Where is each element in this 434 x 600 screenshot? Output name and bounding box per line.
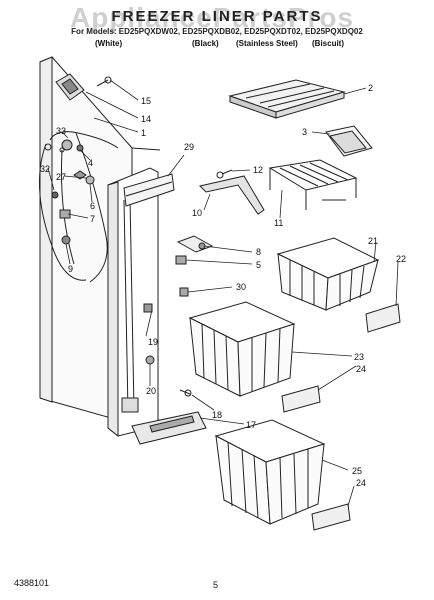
color-label: (Stainless Steel) [236,39,298,48]
callout-12: 12 [253,165,263,175]
callout-8: 8 [256,247,261,257]
callout-4: 4 [88,158,93,168]
color-label: (Biscuit) [312,39,344,48]
callout-1: 1 [141,128,146,138]
screw-15 [96,76,112,87]
basket-handle-24 [281,385,321,413]
callout-29: 29 [184,142,194,152]
basket-handle-24-lower [311,503,351,531]
callout-24: 24 [356,364,366,374]
basket-23 [188,301,296,397]
cover-3 [325,125,373,157]
callout-2: 2 [368,83,373,93]
callout-9: 9 [68,264,73,274]
document-number: 4388101 [14,578,50,588]
front-rail-17 [131,411,207,445]
color-label: (White) [95,39,123,48]
callout-6: 6 [90,201,95,211]
models-line: For Models: ED25PQXDW02, ED25PQXDB02, ED… [71,27,363,36]
wire-shelf-11 [268,159,358,210]
basket-handle-22 [365,303,401,333]
clip-30 [179,287,189,297]
leader-lines [47,79,399,507]
color-labels: (White) (Black) (Stainless Steel) (Biscu… [0,39,434,51]
callout-17: 17 [246,420,256,430]
callout-labels: 15 14 1 33 4 32 27 6 7 9 29 2 3 12 10 11… [40,83,406,488]
screw-12 [216,169,233,179]
callout-3: 3 [302,127,307,137]
bracket-8 [176,235,214,253]
damper-components [51,139,95,245]
shelf-2 [228,79,346,119]
callout-24-lower: 24 [356,478,366,488]
bracket-14 [55,73,85,101]
callout-21: 21 [368,236,378,246]
trim-29 [123,173,175,207]
callout-25: 25 [352,466,362,476]
callout-5: 5 [256,260,261,270]
callout-23: 23 [354,352,364,362]
rail-10 [199,175,265,215]
callout-18: 18 [212,410,222,420]
basket-21 [276,237,380,311]
callout-11: 11 [274,218,283,228]
page-title: FREEZER LINER PARTS [111,8,323,25]
color-label: (Black) [192,39,219,48]
clip-5 [175,255,187,265]
callout-20: 20 [146,386,156,396]
watermark: AppliancePartsPros [70,2,355,33]
callout-15: 15 [141,96,151,106]
callout-19: 19 [148,337,158,347]
callout-10: 10 [192,208,202,218]
callout-32: 32 [40,164,50,174]
callout-14: 14 [141,114,151,124]
callout-27: 27 [56,172,66,182]
page-number: 5 [213,580,219,590]
callout-33: 33 [56,126,66,136]
liner-side-panel [107,167,159,438]
callout-30: 30 [236,282,246,292]
callout-22: 22 [396,254,406,264]
basket-25 [214,419,326,525]
callout-7: 7 [90,214,95,224]
